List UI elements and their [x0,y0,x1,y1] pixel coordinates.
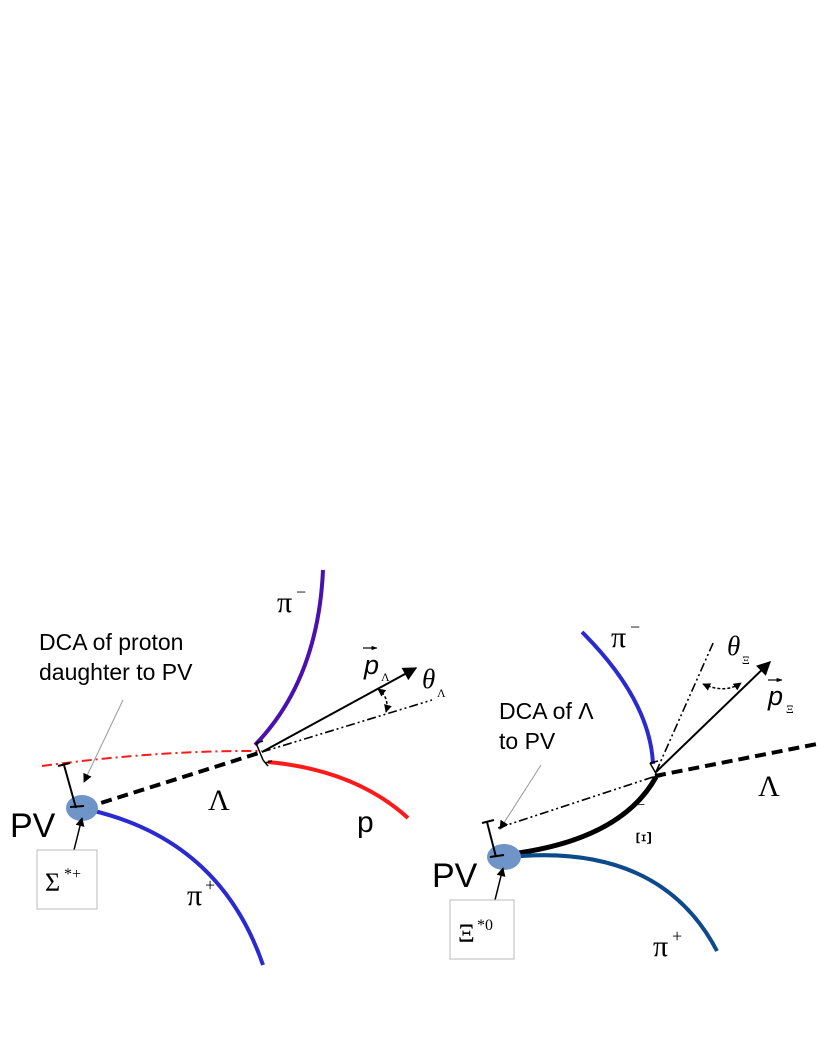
right-pv-label: PV [432,857,478,895]
right-lambda-label: Λ [758,770,780,803]
left-secondary-vertex-bracket [255,740,273,767]
left-pv-label: PV [10,807,56,845]
right-pi-minus-sup: − [630,617,640,637]
right-angle-symbol: θ [727,631,740,661]
left-pi-plus-label: π + [187,875,215,912]
left-angle-label: θ Λ [422,664,446,700]
left-pi-minus-label: π − [277,582,306,619]
right-pi-minus-track [580,630,655,765]
right-angle-label: θ Ξ [727,631,750,667]
left-pi-minus-sup: − [296,582,306,602]
left-resonance-symbol: Σ [45,868,60,897]
right-xi-extension [655,640,715,773]
left-lambda-label: Λ [208,784,230,817]
left-momentum-sub: Λ [381,670,390,684]
right-lambda-extrapolation [497,776,654,829]
left-angle-sub: Λ [437,686,446,700]
left-lambda-track [84,750,263,810]
right-dca-note-line1: DCA of Λ [499,698,594,724]
right-resonance-arrow [494,867,506,901]
right-pi-plus-sup: + [672,926,682,946]
right-xi-label: Ξ − [631,797,656,845]
left-pi-plus-symbol: π [187,879,202,912]
right-pi-plus-track [507,853,719,952]
right-angle-sub: Ξ [742,653,750,667]
left-pi-plus-sup: + [205,875,215,895]
right-xi-symbol: Ξ [631,831,656,845]
left-pi-minus-track [253,569,325,747]
right-dca-note-line2: to PV [499,728,556,754]
left-angle-arc [377,688,392,713]
left-dca-note-line2: daughter to PV [39,659,193,685]
left-dca-note-line1: DCA of proton [39,629,183,655]
left-momentum-label: p Λ [363,645,390,684]
right-pi-minus-symbol: π [611,621,626,654]
right-pi-minus-label: π − [611,617,640,654]
right-momentum-sub: Ξ [786,702,794,716]
left-dca-bar [57,762,85,809]
left-resonance-sup: *+ [64,866,81,883]
left-panel: DCA of proton daughter to PV PV Λ p π − … [10,569,446,966]
right-angle-arc [702,682,742,691]
left-proton-track [267,760,410,820]
left-proton-extrapolation [41,749,263,767]
right-resonance-sup: *0 [477,917,493,934]
right-primary-vertex [487,844,521,870]
left-angle-symbol: θ [422,664,435,694]
left-resonance-label: Σ *+ [45,866,81,897]
left-momentum-symbol: p [363,650,379,680]
right-momentum-symbol: p [767,681,783,711]
right-secondary-vertex-bracket [649,760,663,779]
right-lambda-track [654,742,817,778]
right-xi-track [502,775,659,858]
right-panel: DCA of Λ to PV PV Λ Ξ − π − π + p Ξ θ Ξ … [432,617,817,963]
left-lambda-extension [261,699,433,753]
left-momentum-vector [261,667,418,753]
left-dca-leader [83,699,124,783]
left-resonance-box [36,849,98,910]
right-xi-sup: − [636,797,645,814]
right-pi-plus-label: π + [653,926,682,963]
right-dca-bar [481,819,505,858]
right-momentum-label: p Ξ [767,677,794,716]
right-resonance-label: Ξ *0 [458,917,493,948]
right-pi-plus-symbol: π [653,930,668,963]
left-pi-minus-symbol: π [277,586,292,619]
left-primary-vertex [66,795,98,821]
left-pi-plus-track [89,808,265,966]
left-proton-label: p [357,806,374,839]
left-resonance-arrow [73,817,85,851]
right-dca-leader [499,764,542,830]
right-resonance-symbol: Ξ [458,919,475,948]
right-momentum-vector [655,661,772,773]
right-resonance-box [449,899,515,960]
